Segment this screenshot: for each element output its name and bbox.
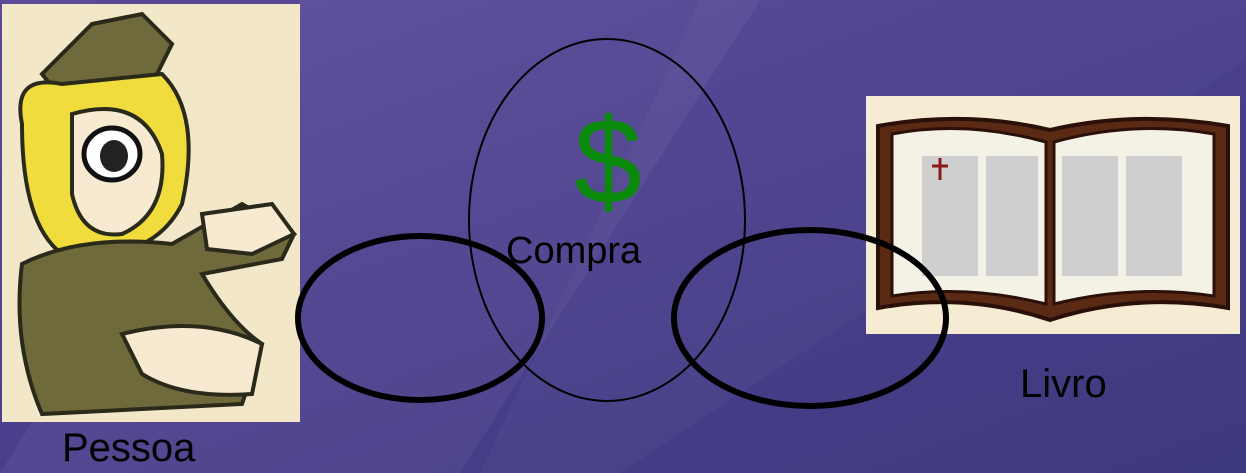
- link-ellipse-right: [674, 230, 946, 406]
- relationship-label: Compra: [506, 232, 641, 270]
- entity-label-livro: Livro: [1020, 364, 1107, 404]
- entity-label-pessoa: Pessoa: [62, 428, 195, 468]
- dollar-symbol: $: [574, 100, 642, 222]
